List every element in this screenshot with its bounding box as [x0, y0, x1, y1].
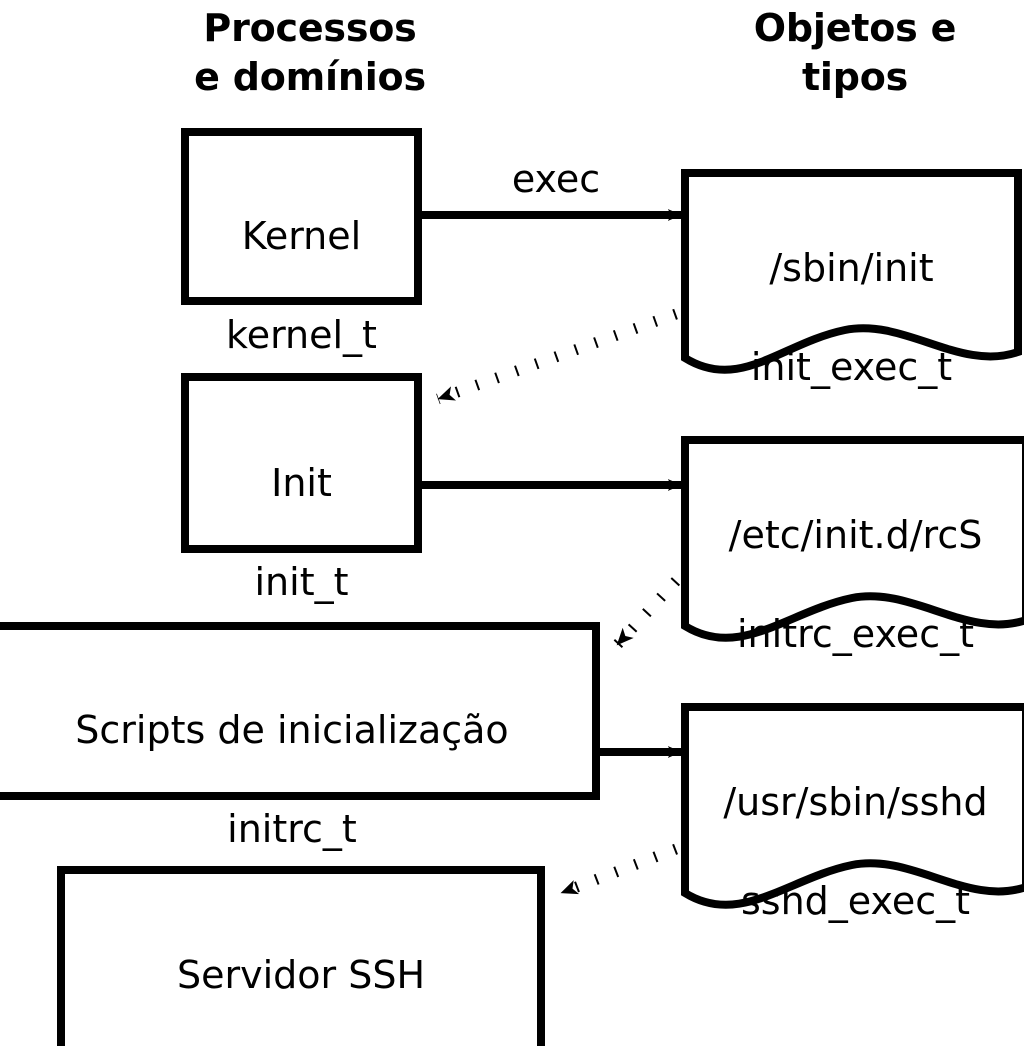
object-doc-init-exec: [681, 169, 1022, 374]
column-header-objects: Objetos e tipos: [753, 6, 957, 99]
edge-label-exec: exec: [511, 157, 601, 201]
process-box-initrc: [0, 622, 600, 800]
edge-init-exec-transition-init: [436, 308, 678, 405]
object-doc-sshd-exec: [681, 703, 1024, 909]
process-box-kernel: [181, 128, 422, 305]
object-doc-initrc-exec: [681, 436, 1024, 642]
edge-initrc-exec-transition-initrc: [612, 577, 681, 649]
column-header-processes: Processos e domínios: [194, 6, 426, 99]
edge-sshd-exec-transition-sshd: [559, 843, 678, 899]
process-box-init: [181, 373, 422, 553]
process-box-sshd: [57, 866, 545, 1046]
